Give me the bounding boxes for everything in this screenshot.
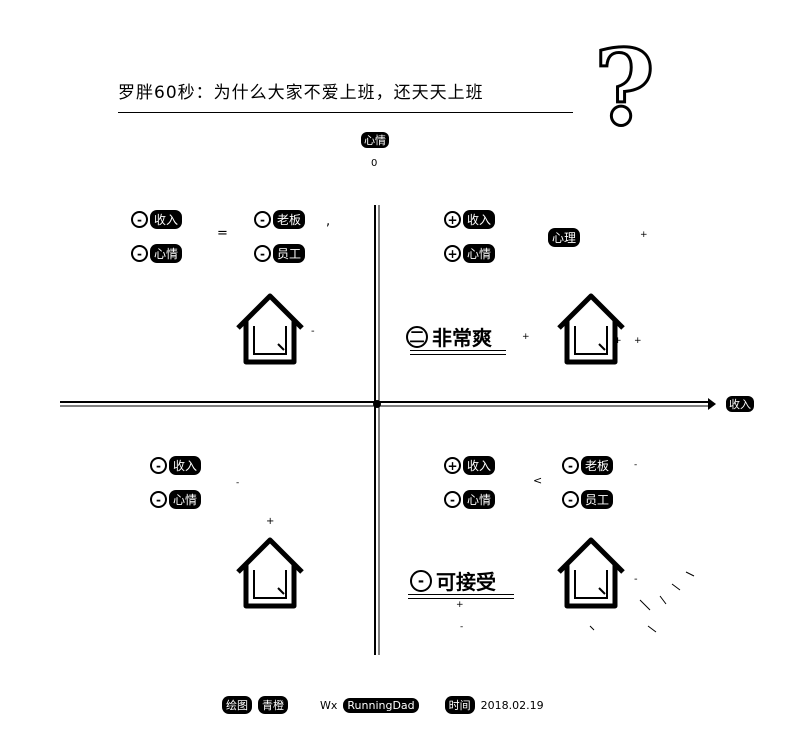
tl-item-mood: - 心情	[131, 244, 183, 263]
tr-verdict-underline	[410, 350, 506, 355]
item-label: 心情	[463, 244, 496, 263]
bl-symbol: -	[236, 478, 240, 488]
minus-badge-icon: -	[562, 491, 579, 508]
item-label: 员工	[581, 490, 614, 509]
minus-badge-icon: -	[131, 245, 148, 262]
tl-small-symbol: -	[311, 326, 315, 337]
plus-badge-icon: +	[444, 457, 461, 474]
item-label: 心情	[150, 244, 183, 263]
y-axis-tick: 0	[371, 158, 378, 169]
origin-dot	[373, 400, 381, 408]
br-verdict: - 可接受	[410, 566, 496, 595]
bl-symbol: +	[266, 516, 275, 527]
tl-item-boss: - 老板	[254, 210, 306, 229]
br-symbol: +	[456, 600, 464, 610]
minus-badge-icon: -	[150, 491, 167, 508]
br-less-than-symbol: <	[533, 474, 543, 487]
br-symbol: -	[634, 574, 638, 585]
minus-badge-icon: -	[444, 491, 461, 508]
verdict-text: 可接受	[436, 570, 496, 594]
footer-wx-prefix: Wx	[320, 698, 338, 712]
title-underline	[118, 112, 573, 113]
item-label: 员工	[273, 244, 306, 263]
verdict-badge-icon: 二	[406, 325, 428, 348]
tl-comma-symbol: ,	[326, 214, 331, 229]
br-verdict-underline	[408, 594, 514, 599]
br-item-income: + 收入	[444, 456, 496, 475]
bl-item-mood: - 心情	[150, 490, 202, 509]
item-label: 心理	[548, 228, 581, 247]
house-icon	[236, 537, 304, 609]
br-symbol: -	[460, 622, 464, 632]
footer: 绘图 青橙 Wx RunningDad 时间 2018.02.19	[222, 696, 544, 714]
page-title: 罗胖60秒：为什么大家不爱上班，还天天上班	[118, 83, 484, 103]
item-label: 心情	[463, 490, 496, 509]
minus-badge-icon: -	[150, 457, 167, 474]
plus-badge-icon: +	[444, 211, 461, 228]
tr-symbol: +	[614, 336, 622, 346]
br-item-mood: - 心情	[444, 490, 496, 509]
bl-item-income: - 收入	[150, 456, 202, 475]
tr-symbol: +	[640, 230, 648, 240]
tr-item-mood: + 心情	[444, 244, 496, 263]
item-label: 收入	[463, 456, 496, 475]
tr-verdict: 二 非常爽	[406, 322, 492, 351]
x-axis-arrowhead	[708, 398, 716, 410]
item-label: 老板	[581, 456, 614, 475]
br-item-staff: - 员工	[562, 490, 614, 509]
footer-label-draw: 绘图	[222, 696, 252, 714]
house-icon	[557, 293, 625, 365]
x-axis-label: 收入	[726, 396, 754, 412]
br-item-boss: - 老板	[562, 456, 614, 475]
house-icon	[557, 537, 625, 609]
minus-badge-icon: -	[254, 245, 271, 262]
item-label: 收入	[169, 456, 202, 475]
tl-item-staff: - 员工	[254, 244, 306, 263]
verdict-text: 非常爽	[432, 326, 492, 350]
minus-badge-icon: -	[131, 211, 148, 228]
minus-badge-icon: -	[562, 457, 579, 474]
tr-symbol: +	[522, 332, 530, 342]
tl-item-income: - 收入	[131, 210, 183, 229]
plus-badge-icon: +	[444, 245, 461, 262]
tl-equals-symbol: =	[217, 226, 228, 241]
y-axis-label: 心情	[361, 132, 389, 148]
tr-symbol: +	[634, 336, 642, 346]
item-label: 收入	[463, 210, 496, 229]
footer-wx-id: RunningDad	[343, 697, 419, 713]
footer-date: 2018.02.19	[480, 698, 544, 712]
item-label: 心情	[169, 490, 202, 509]
footer-label-time: 时间	[444, 696, 475, 714]
br-symbol: -	[634, 460, 638, 470]
item-label: 老板	[273, 210, 306, 229]
minus-badge-icon: -	[254, 211, 271, 228]
item-label: 收入	[150, 210, 183, 229]
verdict-badge-icon: -	[410, 569, 432, 592]
footer-author: 青橙	[258, 696, 288, 714]
tr-item-income: + 收入	[444, 210, 496, 229]
question-mark-icon: ?	[593, 26, 657, 149]
house-icon	[236, 293, 304, 365]
tr-item-mind: 心理	[548, 228, 581, 247]
